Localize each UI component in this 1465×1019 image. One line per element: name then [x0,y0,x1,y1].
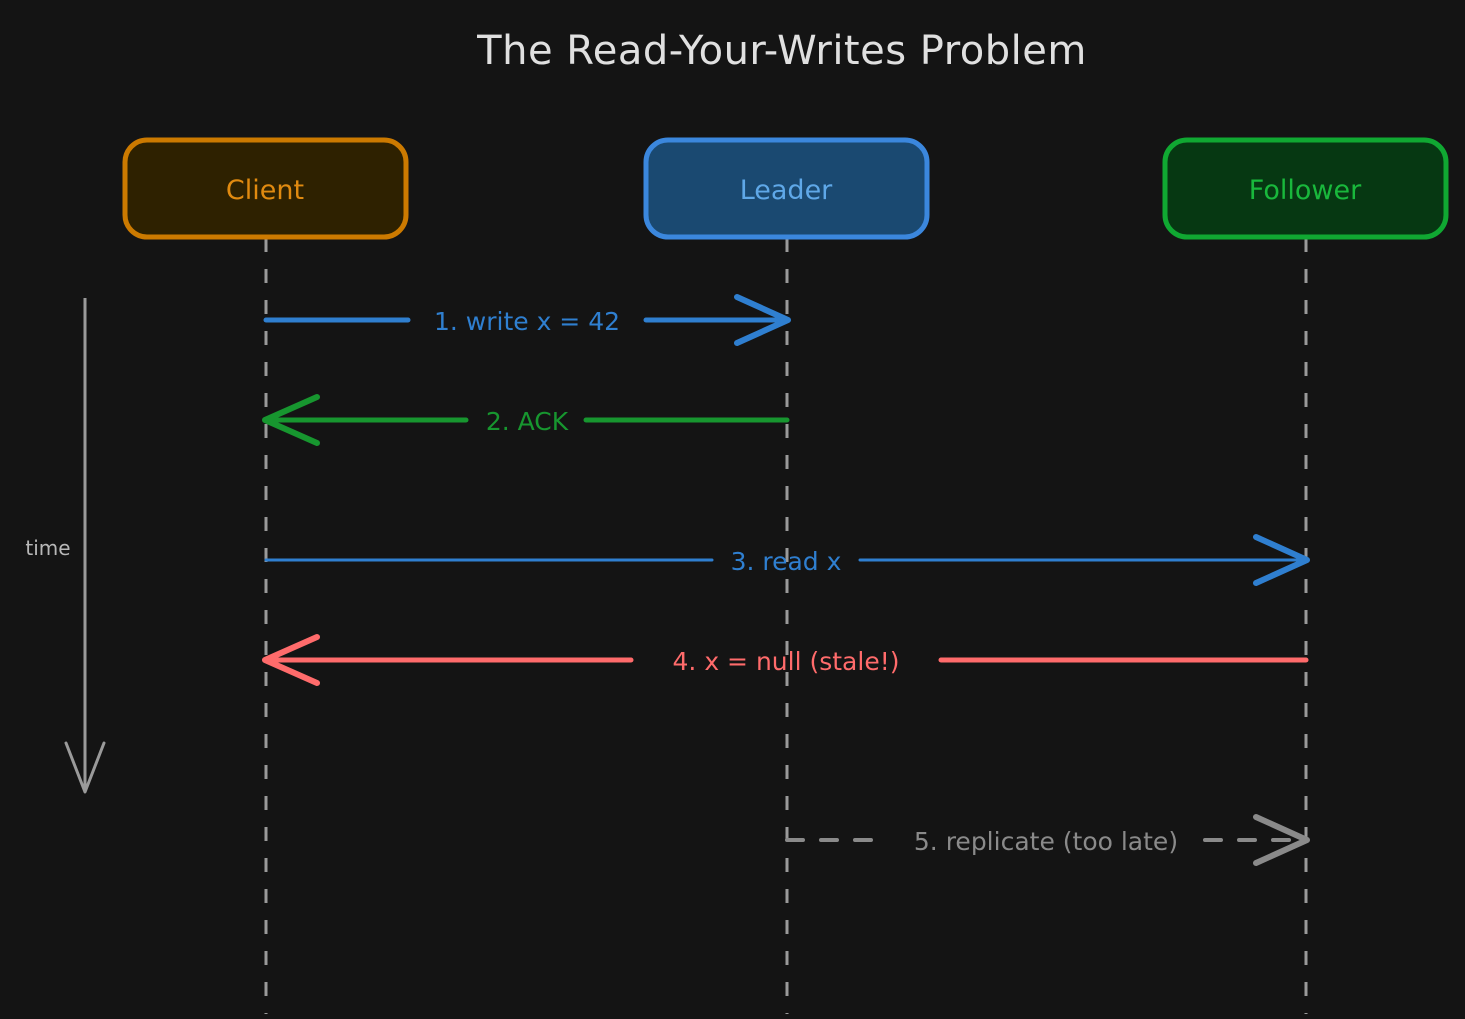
message-4-stale-response[interactable]: 4. x = null (stale!) [262,634,1309,686]
message-4-arrowhead [262,634,320,686]
message-4-label: 4. x = null (stale!) [673,647,900,676]
message-3-arrowhead [1253,534,1310,586]
participant-follower[interactable]: Follower [1162,137,1449,240]
time-axis-arrowhead [64,741,106,794]
message-3-label: 3. read x [731,547,842,576]
message-2-label: 2. ACK [486,407,569,436]
lifelines-group [264,238,1308,1014]
time-axis: time [25,298,106,794]
participant-client-label: Client [226,175,304,206]
message-5-label: 5. replicate (too late) [914,827,1178,856]
message-5-arrowhead [1253,814,1310,866]
message-2-arrowhead [262,394,320,446]
time-axis-label: time [25,536,70,560]
participant-leader[interactable]: Leader [643,137,930,240]
participant-client-box[interactable] [122,137,409,240]
participant-follower-label: Follower [1249,175,1362,206]
participant-leader-box[interactable] [643,137,930,240]
participant-follower-box[interactable] [1162,137,1449,240]
message-2-ack[interactable]: 2. ACK [262,394,790,446]
message-5-replicate[interactable]: 5. replicate (too late) [785,814,1310,866]
message-1-arrowhead [734,294,791,346]
message-1-write[interactable]: 1. write x = 42 [263,294,791,346]
participant-client[interactable]: Client [122,137,409,240]
page-title: The Read-Your-Writes Problem [476,28,1087,74]
message-3-read[interactable]: 3. read x [264,534,1310,586]
message-1-label: 1. write x = 42 [434,307,620,336]
participant-leader-label: Leader [740,175,833,206]
